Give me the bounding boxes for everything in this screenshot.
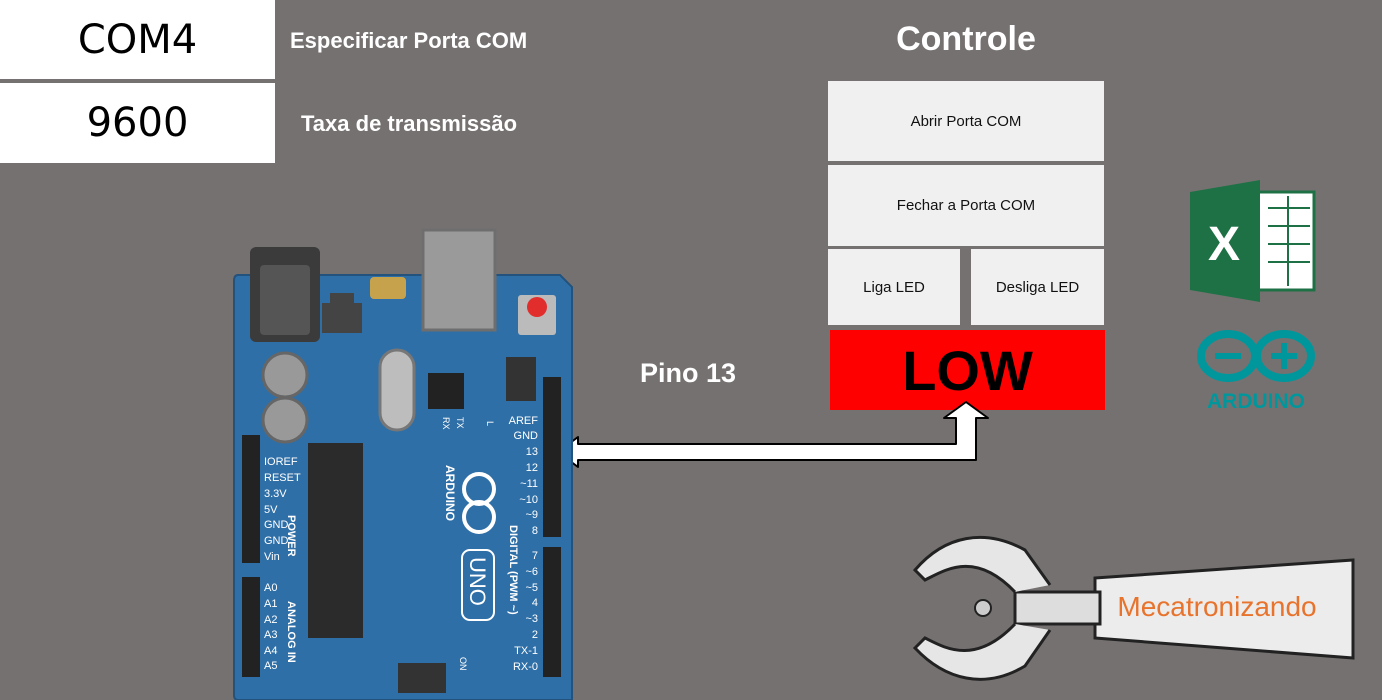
power-pin-label: RESET (264, 472, 301, 484)
power-pin-label: 3.3V (264, 488, 287, 500)
mecatronizando-text: Mecatronizando (1117, 591, 1316, 622)
digital-pin-label: RX-0 (513, 661, 538, 673)
excel-logo-letter: X (1208, 218, 1240, 271)
analog-pin-label: A2 (264, 614, 277, 626)
digital-pin-label: 2 (532, 629, 538, 641)
digital-pin-label: GND (514, 430, 539, 442)
digital-pin-label: ~3 (525, 613, 538, 625)
digital-pin-label: 13 (526, 446, 538, 458)
digital-pin-label: ~10 (519, 494, 538, 506)
com-port-field[interactable]: COM4 (0, 0, 275, 79)
power-pin-label: Vin (264, 551, 280, 563)
led-on-button[interactable]: Liga LED (828, 249, 960, 325)
analog-pin-label: A0 (264, 582, 277, 594)
power-pin-label: IOREF (264, 456, 298, 468)
led-off-button[interactable]: Desliga LED (971, 249, 1104, 325)
power-pin-label: GND (264, 535, 289, 547)
power-section-label: POWER (285, 515, 297, 557)
digital-pin-label: TX-1 (514, 645, 538, 657)
led-status-indicator: LOW (830, 330, 1105, 410)
open-port-button[interactable]: Abrir Porta COM (828, 81, 1104, 161)
excel-logo-icon: X (1190, 180, 1316, 302)
pin-label: Pino 13 (640, 358, 737, 388)
digital-pin-label: ~5 (525, 582, 538, 594)
analog-pin-label: A3 (264, 629, 277, 641)
digital-pin-label: 12 (526, 462, 538, 474)
digital-pin-label: ~11 (520, 478, 538, 490)
analog-pin-label: A1 (264, 598, 277, 610)
close-port-button[interactable]: Fechar a Porta COM (828, 165, 1104, 246)
arduino-logo-icon: ARDUINO (1197, 330, 1315, 413)
baud-rate-field[interactable]: 9600 (0, 83, 275, 163)
com-port-label: Especificar Porta COM (290, 28, 528, 53)
board-brand-label: ARDUINO (443, 465, 457, 521)
baud-rate-label: Taxa de transmissão (301, 111, 518, 136)
digital-pin-label: ~6 (525, 566, 538, 578)
arduino-logo-text: ARDUINO (1207, 390, 1305, 413)
digital-section-label: DIGITAL (PWM ~) (507, 525, 519, 615)
analog-pin-label: A5 (264, 660, 277, 672)
board-model-label: UNO (465, 557, 490, 606)
usb-port (421, 228, 497, 332)
mecatronizando-gripper-logo: Mecatronizando (912, 536, 1355, 681)
microcontroller-chip (308, 443, 363, 638)
power-pin-label: GND (264, 519, 289, 531)
digital-pin-label: ~9 (525, 509, 538, 521)
digital-pin-label: AREF (509, 415, 539, 427)
tx-led-label: TX (455, 417, 465, 429)
rx-led-label: RX (441, 417, 451, 430)
control-title: Controle (896, 20, 1036, 58)
on-led-label: ON (458, 657, 468, 671)
analog-section-label: ANALOG IN (285, 601, 297, 663)
analog-pin-label: A4 (264, 645, 277, 657)
digital-pin-label: 7 (532, 550, 538, 562)
digital-pin-label: 8 (532, 525, 538, 537)
l-led-label: L (485, 421, 495, 426)
power-pin-label: 5V (264, 504, 278, 516)
arduino-uno-board: IOREF RESET 3.3V 5V GND GND Vin POWER A0… (233, 228, 573, 700)
digital-pin-label: 4 (532, 597, 538, 609)
